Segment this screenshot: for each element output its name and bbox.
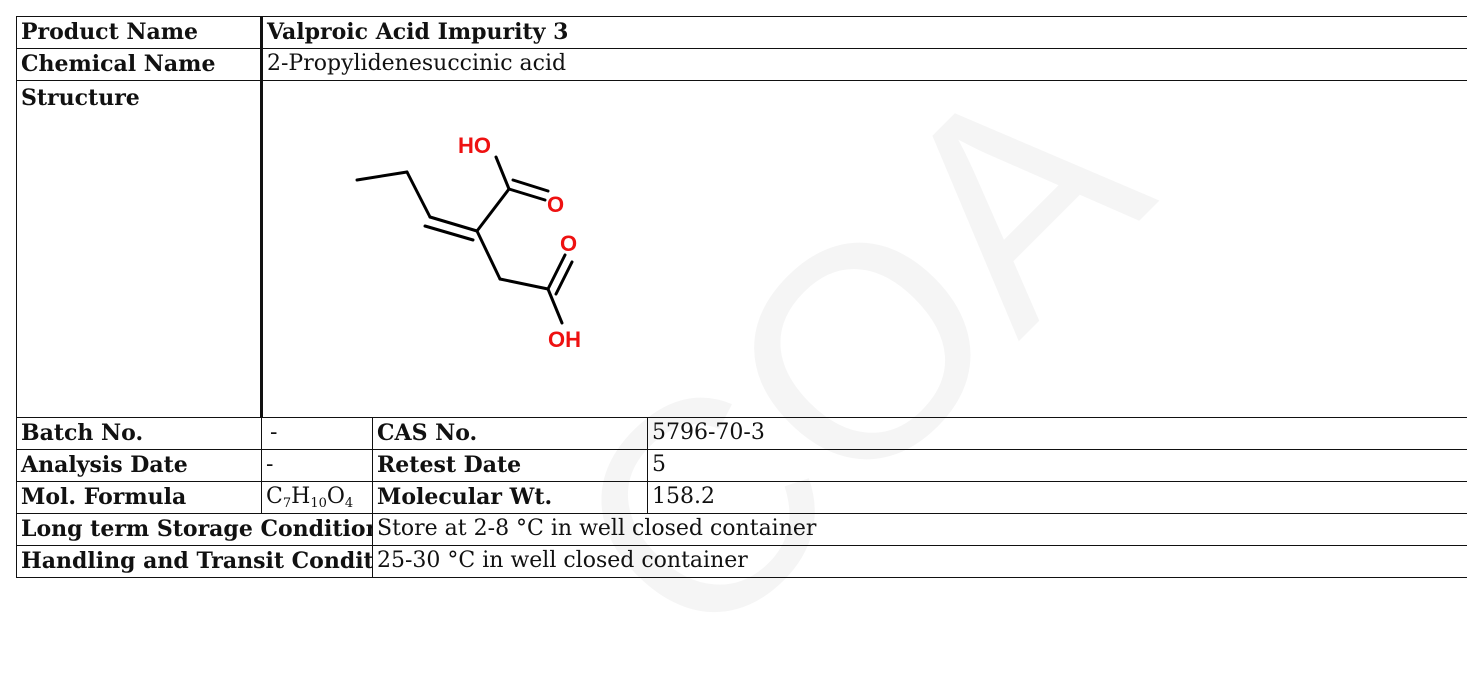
bond-c-o-1 xyxy=(507,187,547,202)
atom-o-carbonyl-1: O xyxy=(547,192,564,217)
formula-o-count: 4 xyxy=(344,495,354,511)
bond-c-o-2 xyxy=(546,253,567,291)
formula-h-count: 10 xyxy=(310,495,327,511)
mol-formula-value: C7H10O4 xyxy=(261,481,373,514)
cas-no-label: CAS No. xyxy=(372,417,648,450)
bond-c-double-o-2 xyxy=(554,260,574,296)
chemical-name-value: 2-Propylidenesuccinic acid xyxy=(259,48,1467,81)
chemical-name-label: Chemical Name xyxy=(16,48,262,81)
formula-o: O xyxy=(326,483,345,509)
bond-c-double-o-1 xyxy=(511,178,550,193)
mol-formula-label: Mol. Formula xyxy=(16,481,262,514)
structure-bonds xyxy=(355,155,574,325)
molecular-wt-value: 158.2 xyxy=(646,481,1467,514)
row-chemical-name: Chemical Name 2-Propylidenesuccinic acid xyxy=(16,48,1467,81)
storage-condition-value: Store at 2-8 °C in well closed container xyxy=(371,513,1467,546)
batch-no-value: - xyxy=(261,417,373,450)
structure-cell: HO O O OH xyxy=(259,80,1467,418)
bond-ch2-c xyxy=(498,277,550,291)
atom-o-carbonyl-2: O xyxy=(560,231,577,256)
row-handling: Handling and Transit Condition 25-30 °C … xyxy=(16,545,1467,578)
bond-c-ch2 xyxy=(475,229,502,281)
atom-oh-bottom: OH xyxy=(548,327,581,352)
storage-condition-label: Long term Storage Condition xyxy=(16,513,373,546)
chemical-structure-diagram: HO O O OH xyxy=(355,133,581,352)
handling-condition-value: 25-30 °C in well closed container xyxy=(371,545,1467,578)
handling-condition-label: Handling and Transit Condition xyxy=(16,545,373,578)
row-analysis-retest: Analysis Date - Retest Date 5 xyxy=(16,449,1467,482)
row-structure: Structure xyxy=(16,80,1467,418)
atom-ho-top: HO xyxy=(458,133,491,158)
row-batch-cas: Batch No. - CAS No. 5796-70-3 xyxy=(16,417,1467,450)
row-storage: Long term Storage Condition Store at 2-8… xyxy=(16,513,1467,546)
formula-h: H xyxy=(291,483,311,509)
formula-c-count: 7 xyxy=(282,495,292,511)
bond-c-double-c-inner xyxy=(423,224,475,242)
bond-c-double-c xyxy=(428,215,479,233)
coa-document: Product Name Valproic Acid Impurity 3 Ch… xyxy=(16,16,1467,578)
retest-date-value: 5 xyxy=(646,449,1467,482)
bond-c-cooh xyxy=(475,187,511,233)
product-name-value: Valproic Acid Impurity 3 xyxy=(259,16,1467,49)
molecular-wt-label: Molecular Wt. xyxy=(372,481,648,514)
coa-table: Product Name Valproic Acid Impurity 3 Ch… xyxy=(16,16,1467,578)
formula-c: C xyxy=(266,483,283,509)
row-product-name: Product Name Valproic Acid Impurity 3 xyxy=(16,16,1467,49)
row-formula-mw: Mol. Formula C7H10O4 Molecular Wt. 158.2 xyxy=(16,481,1467,514)
bond-ch3-ch2 xyxy=(355,170,409,182)
cas-no-value: 5796-70-3 xyxy=(646,417,1467,450)
batch-no-label: Batch No. xyxy=(16,417,262,450)
analysis-date-label: Analysis Date xyxy=(16,449,262,482)
bond-c-ho xyxy=(494,155,511,191)
structure-label: Structure xyxy=(16,80,262,418)
bond-c-oh xyxy=(546,287,564,325)
retest-date-label: Retest Date xyxy=(372,449,648,482)
bond-ch2-ch xyxy=(405,170,432,219)
analysis-date-value: - xyxy=(261,449,373,482)
product-name-label: Product Name xyxy=(16,16,262,49)
